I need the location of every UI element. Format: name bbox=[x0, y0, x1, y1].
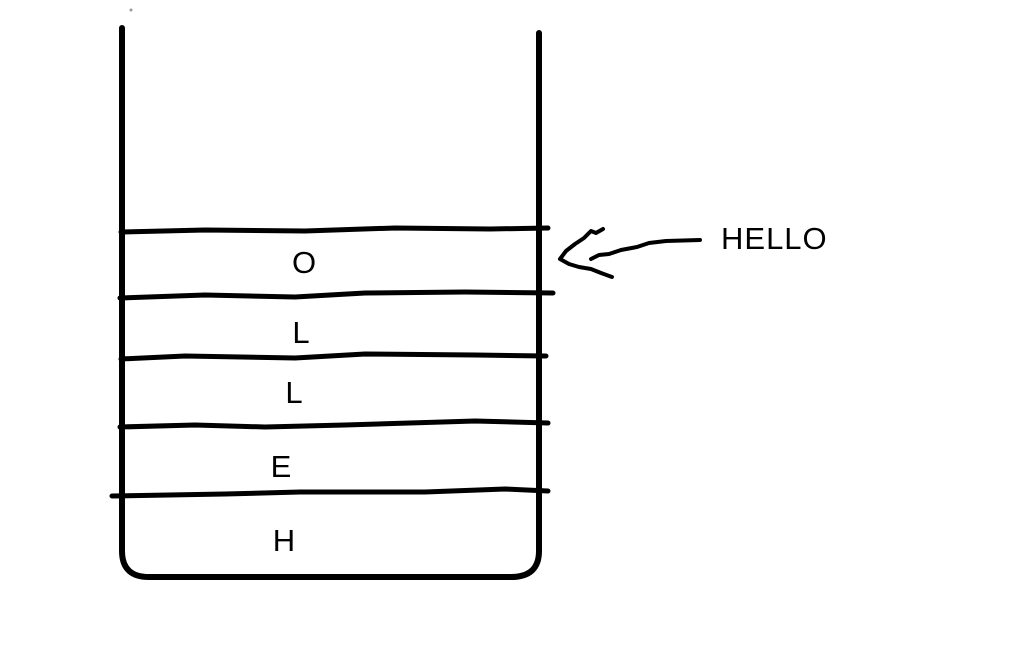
stack-divider-1 bbox=[118, 225, 551, 235]
stack-container-outline bbox=[119, 25, 542, 580]
arrowhead-icon bbox=[558, 227, 614, 279]
stray-mark bbox=[129, 8, 133, 12]
annotation-label: HELLO bbox=[721, 221, 828, 256]
stack-item-label: E bbox=[271, 449, 292, 484]
stack-divider-4 bbox=[117, 418, 551, 430]
stack-divider-3 bbox=[118, 351, 549, 362]
stack-item-label-top: O bbox=[292, 245, 316, 280]
stack-item-label: L bbox=[285, 375, 302, 410]
stack-item-label-bottom: H bbox=[273, 523, 295, 558]
arrow-shaft bbox=[589, 238, 702, 261]
stack-divider-2 bbox=[117, 289, 556, 301]
stack-divider-5 bbox=[109, 486, 551, 499]
stack-item-label: L bbox=[292, 315, 309, 350]
